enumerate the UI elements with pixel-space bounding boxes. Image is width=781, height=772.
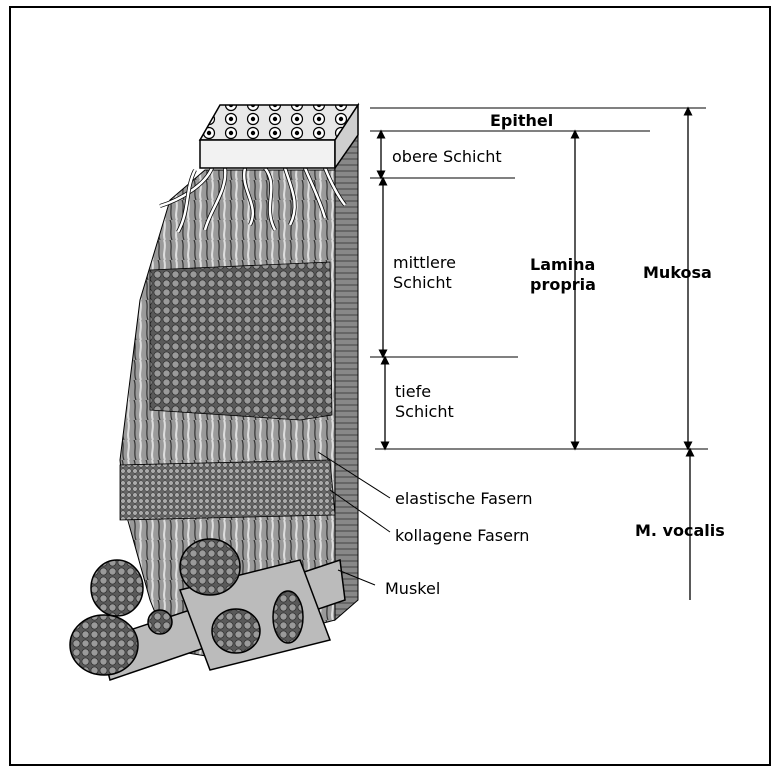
mukosa-label: Mukosa xyxy=(643,263,712,282)
deep-layer-cross-sections xyxy=(120,460,335,520)
obere-schicht-label: obere Schicht xyxy=(392,147,502,166)
labels: Epithel obere Schicht mittlere Schicht t… xyxy=(385,111,725,598)
mittlere-schicht-label-line1: mittlere xyxy=(393,253,456,272)
elastische-fasern-label: elastische Fasern xyxy=(395,489,533,508)
tiefe-schicht-label-line1: tiefe xyxy=(395,382,431,401)
epithel-block xyxy=(200,105,358,168)
m-vocalis-label: M. vocalis xyxy=(635,521,725,540)
middle-layer-cross-sections xyxy=(150,262,332,420)
epithel-label: Epithel xyxy=(490,111,553,130)
tissue-illustration xyxy=(70,105,358,680)
mittlere-schicht-label-line2: Schicht xyxy=(393,273,452,292)
lamina-propria-label-line2: propria xyxy=(530,275,596,294)
lamina-propria-label-line1: Lamina xyxy=(530,255,595,274)
tiefe-schicht-label-line2: Schicht xyxy=(395,402,454,421)
block-side-face xyxy=(335,108,358,620)
muskel-label: Muskel xyxy=(385,579,440,598)
kollagene-fasern-label: kollagene Fasern xyxy=(395,526,529,545)
